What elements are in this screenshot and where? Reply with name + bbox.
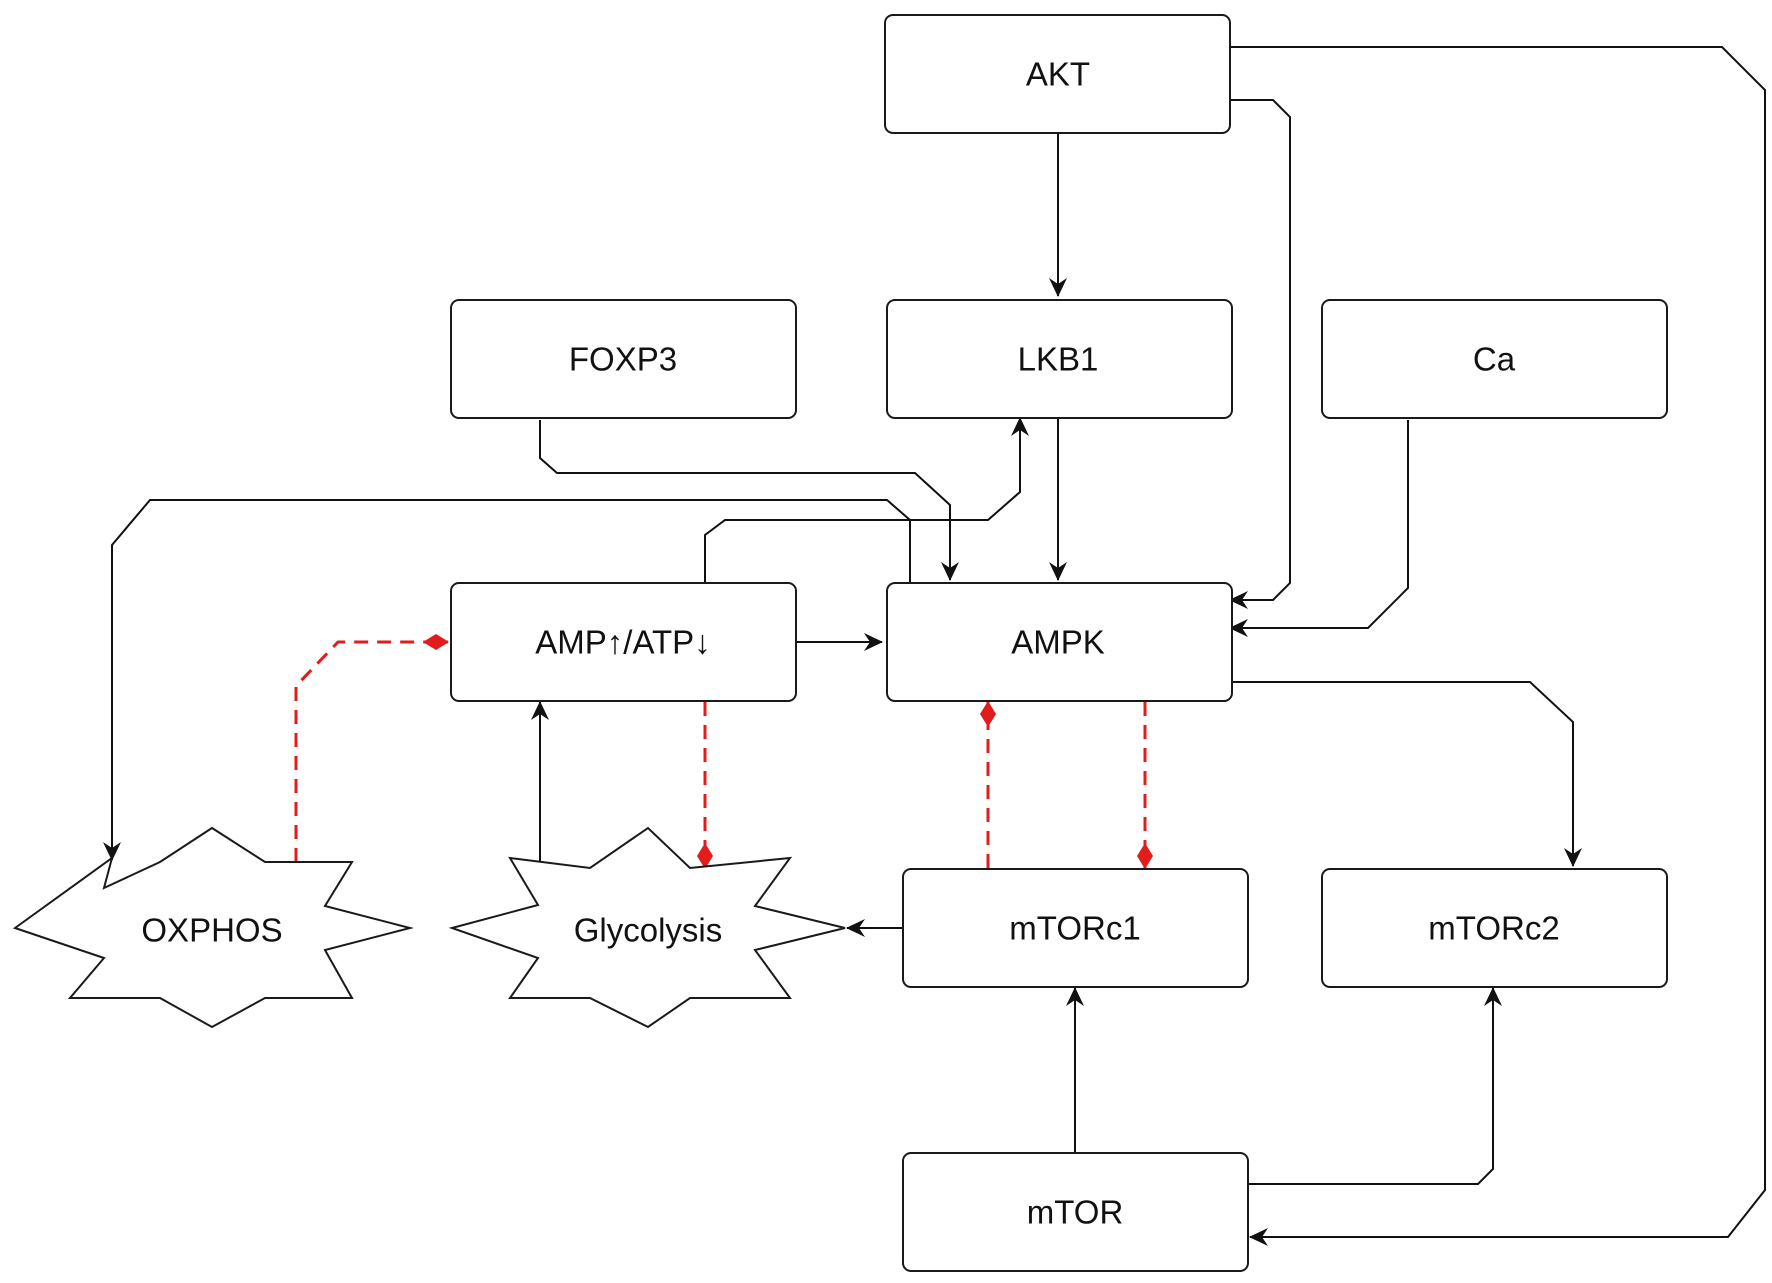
node-amp-atp-label: AMP↑/ATP↓ (535, 624, 710, 661)
node-lkb1-label: LKB1 (1018, 341, 1099, 378)
edge-akt-to-ampk (1229, 99, 1291, 609)
edge-mtor-to-mtorc2 (1248, 987, 1502, 1185)
node-mtorc1-label: mTORc1 (1009, 910, 1140, 947)
node-ca: Ca (1321, 299, 1668, 419)
node-foxp3-label: FOXP3 (569, 341, 677, 378)
edge-amp-to-lkb1 (704, 417, 1029, 582)
node-akt: AKT (884, 14, 1231, 134)
node-oxphos-label: OXPHOS (141, 912, 282, 949)
node-foxp3: FOXP3 (450, 299, 797, 419)
node-mtorc2: mTORc2 (1321, 868, 1668, 988)
node-mtor-label: mTOR (1027, 1194, 1124, 1231)
node-lkb1: LKB1 (886, 299, 1233, 419)
node-mtor: mTOR (902, 1152, 1249, 1272)
edge-ampk-to-oxphos (103, 499, 911, 861)
node-oxphos: OXPHOS (12, 826, 414, 1029)
node-akt-label: AKT (1026, 56, 1090, 93)
node-glycolysis-label: Glycolysis (574, 912, 723, 949)
node-glycolysis: Glycolysis (448, 826, 846, 1029)
edge-akt-to-mtor (1230, 46, 1766, 1246)
edge-ampk-to-mtorc2 (1230, 681, 1582, 867)
edge-ca-to-ampk (1229, 420, 1409, 637)
inhibition-edges (294, 634, 1153, 869)
node-ca-label: Ca (1473, 341, 1516, 378)
activation-edges (103, 46, 1766, 1246)
edge-foxp3-to-ampk (539, 420, 959, 581)
node-mtorc2-label: mTORc2 (1428, 910, 1559, 947)
node-mtorc1: mTORc1 (902, 868, 1249, 988)
node-ampk: AMPK (886, 582, 1233, 702)
node-amp-atp: AMP↑/ATP↓ (450, 582, 797, 702)
edge-oxphos-inhibits-amp (294, 634, 449, 862)
node-ampk-label: AMPK (1011, 624, 1105, 661)
